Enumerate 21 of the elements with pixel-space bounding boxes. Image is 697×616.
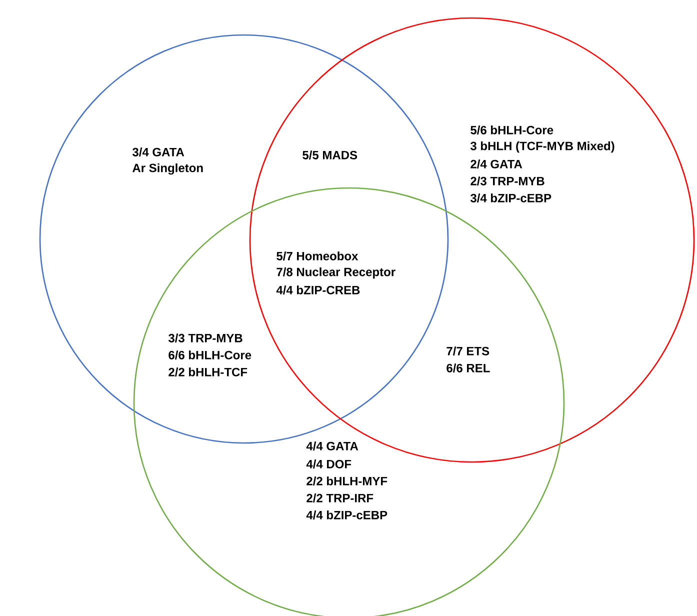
region-label: 4/4 GATA (306, 442, 358, 450)
region-label: 2/2 TRP-IRF (306, 494, 374, 502)
region-label: 3 bHLH (TCF-MYB Mixed) (470, 141, 614, 153)
region-label: Ar Singleton (132, 163, 203, 175)
region-label: 2/2 bHLH-MYF (306, 476, 388, 486)
region-label: 7/7 ETS (446, 346, 490, 356)
region-label: 6/6 bHLH-Core (168, 350, 252, 360)
region-label: 5/6 bHLH-Core (470, 126, 554, 134)
region-label: 4/4 bZIP-CREB (276, 286, 360, 294)
region-label: 4/4 bZIP-cEBP (306, 510, 388, 520)
region-label: 5/7 Homeobox (276, 252, 358, 260)
region-label: 3/4 GATA (132, 148, 184, 156)
region-label: 2/3 TRP-MYB (470, 176, 544, 186)
region-label: 6/6 REL (446, 364, 490, 372)
region-label: 2/2 bHLH-TCF (168, 368, 248, 376)
region-label: 4/4 DOF (306, 460, 352, 468)
region-label: 2/4 GATA (470, 160, 522, 168)
region-label: 5/5 MADS (302, 150, 358, 160)
region-label: 7/8 Nuclear Receptor (276, 267, 396, 279)
region-label: 3/4 bZIP-cEBP (470, 194, 552, 202)
region-label: 3/3 TRP-MYB (168, 334, 242, 342)
